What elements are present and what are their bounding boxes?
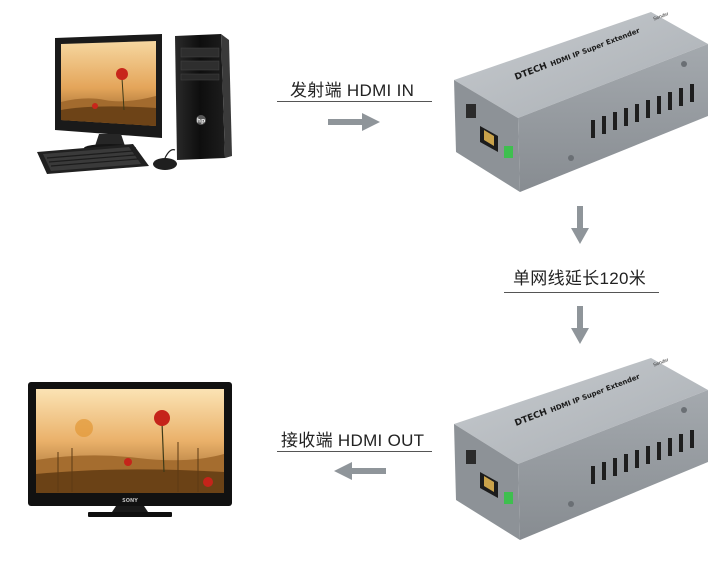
pc-monitor — [55, 34, 162, 152]
arrow-right-icon — [328, 113, 380, 131]
pc-mouse — [153, 158, 177, 170]
pc-logo: hp — [197, 118, 206, 125]
led-icon — [504, 492, 513, 504]
arrow-down-icon — [571, 306, 589, 344]
extender-sender-device: DTECH HDMI IP Super Extender Sender — [454, 11, 708, 192]
power-port-icon — [466, 450, 476, 464]
sender-label: 发射端 HDMI IN — [290, 81, 415, 100]
vent-slots — [591, 430, 694, 484]
receiver-label-underline — [277, 451, 432, 452]
pc-keyboard — [37, 144, 149, 174]
power-port-icon — [466, 104, 476, 118]
desktop-computer: hp — [37, 34, 232, 174]
arrow-left-icon — [334, 462, 386, 480]
device-tag: Sender — [652, 11, 670, 22]
receiver-label: 接收端 HDMI OUT — [281, 431, 425, 450]
extender-receiver-device: DTECH HDMI IP Super Extender Sender — [454, 357, 708, 540]
sender-label-underline — [277, 101, 432, 102]
cable-label: 单网线延长120米 — [513, 269, 647, 288]
television: SONY — [28, 382, 232, 517]
cable-label-underline — [504, 292, 659, 293]
led-icon — [504, 146, 513, 158]
vent-slots — [591, 84, 694, 138]
tv-logo: SONY — [122, 498, 138, 504]
hp-logo-icon — [196, 115, 206, 125]
arrow-down-icon — [571, 206, 589, 244]
device-tag: Sender — [652, 357, 670, 368]
pc-tower: hp — [175, 34, 232, 160]
